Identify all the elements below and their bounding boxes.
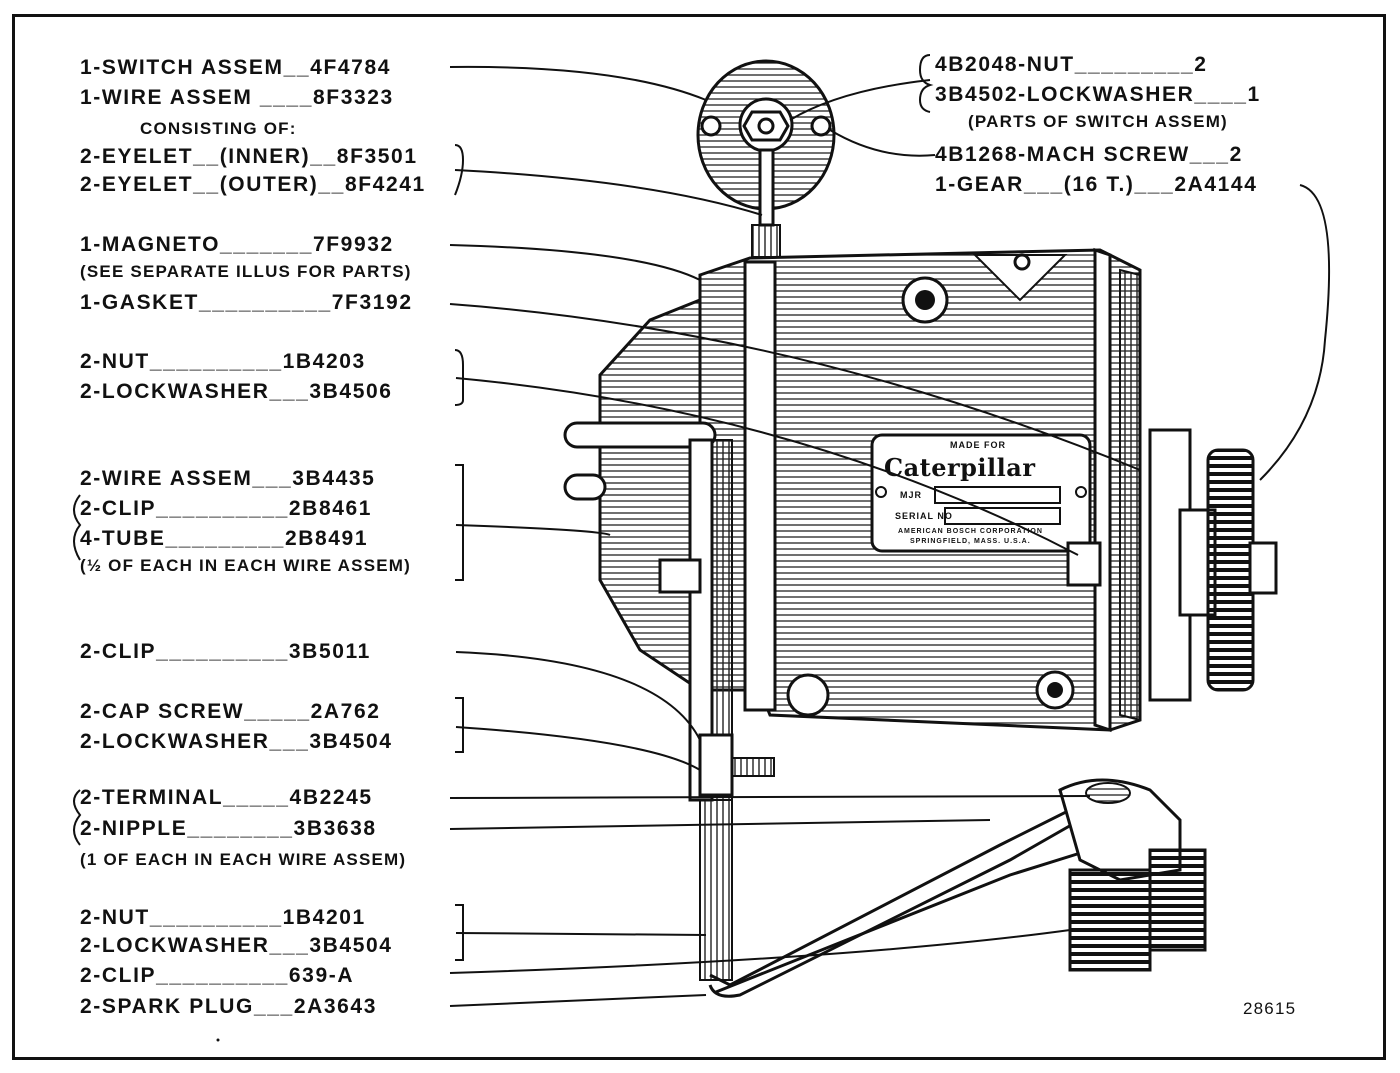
label-switch-assem: 1-SWITCH ASSEM__4F4784	[80, 56, 392, 79]
label-spark-plug: 2-SPARK PLUG___2A3643	[80, 995, 377, 1018]
label-cap-screw: 2-CAP SCREW_____2A762	[80, 700, 381, 723]
label-gasket: 1-GASKET__________7F3192	[80, 291, 413, 314]
label-wire-assem-3b4435: 2-WIRE ASSEM___3B4435	[80, 467, 376, 490]
label-clip-639a: 2-CLIP__________639-A	[80, 964, 355, 987]
diagram-border	[12, 14, 1386, 1060]
switch-assembly	[696, 59, 836, 258]
label-consisting-of: CONSISTING OF:	[140, 119, 297, 138]
label-eyelet-outer: 2-EYELET__(OUTER)__8F4241	[80, 173, 426, 196]
leader-lines	[73, 54, 1331, 1007]
label-lockwasher-3b4504-a: 2-LOCKWASHER___3B4504	[80, 730, 393, 753]
label-nipple: 2-NIPPLE________3B3638	[80, 817, 377, 840]
spark-plugs	[1058, 778, 1207, 972]
lockwasher-nut	[1066, 541, 1102, 587]
nameplate-serial: SERIAL NO	[895, 511, 953, 521]
nameplate	[870, 433, 1092, 553]
label-nut-1b4201: 2-NUT__________1B4201	[80, 906, 366, 929]
label-lockwasher-3b4506: 2-LOCKWASHER___3B4506	[80, 380, 393, 403]
nameplate-mjr: MJR	[900, 490, 923, 500]
spark-plug-wires	[708, 798, 1091, 998]
label-nut-1b4203: 2-NUT__________1B4203	[80, 350, 366, 373]
nameplate-maker-1: AMERICAN BOSCH CORPORATION	[898, 528, 1043, 535]
label-terminal: 2-TERMINAL_____4B2245	[80, 786, 373, 809]
label-half-each: (½ OF EACH IN EACH WIRE ASSEM)	[80, 556, 411, 575]
label-lockwasher-3b4502: 3B4502-LOCKWASHER____1	[935, 83, 1261, 106]
label-mach-screw: 4B1268-MACH SCREW___2	[935, 143, 1243, 166]
nameplate-made-for: MADE FOR	[950, 440, 1006, 450]
label-gear: 1-GEAR___(16 T.)___2A4144	[935, 173, 1258, 196]
label-nut-4b2048: 4B2048-NUT_________2	[935, 53, 1208, 76]
label-parts-of-switch: (PARTS OF SWITCH ASSEM)	[968, 112, 1228, 131]
nameplate-brand: Caterpillar	[884, 453, 1036, 482]
label-lockwasher-3b4504-b: 2-LOCKWASHER___3B4504	[80, 934, 393, 957]
label-wire-assem: 1-WIRE ASSEM ____8F3323	[80, 86, 394, 109]
bracket-clip	[698, 733, 775, 981]
label-one-each: (1 OF EACH IN EACH WIRE ASSEM)	[80, 850, 407, 869]
label-clip-2b8461: 2-CLIP__________2B8461	[80, 497, 373, 520]
nameplate-maker-2: SPRINGFIELD, MASS. U.S.A.	[910, 538, 1031, 545]
label-magneto: 1-MAGNETO_______7F9932	[80, 233, 394, 256]
end-cap	[563, 297, 733, 802]
label-see-separate: (SEE SEPARATE ILLUS FOR PARTS)	[80, 262, 412, 281]
label-tube: 4-TUBE_________2B8491	[80, 527, 369, 550]
label-eyelet-inner: 2-EYELET__(INNER)__8F3501	[80, 145, 418, 168]
figure-number: 28615	[1243, 999, 1297, 1018]
drive-gear	[1148, 428, 1278, 702]
label-clip-3b5011: 2-CLIP__________3B5011	[80, 640, 371, 663]
